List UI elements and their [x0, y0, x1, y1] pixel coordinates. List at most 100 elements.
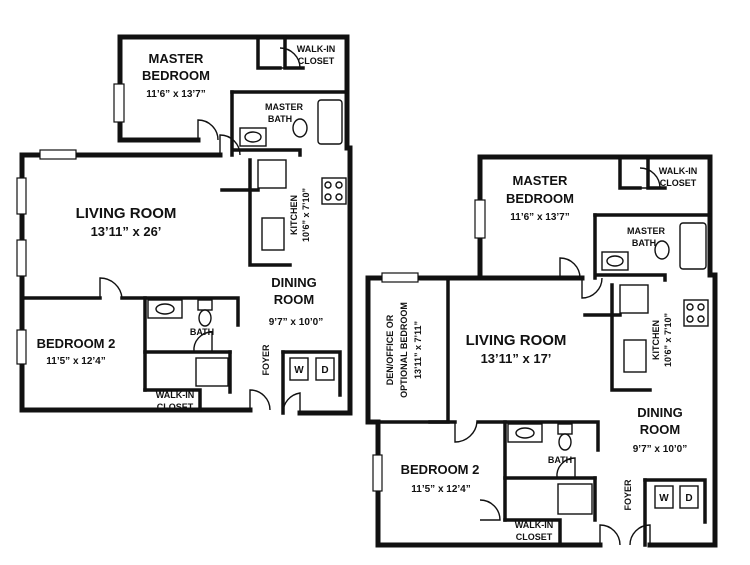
plan-a-toilet — [198, 309, 212, 327]
plan-a-walkin-closet-bottom-label: CLOSET — [157, 402, 194, 412]
plan-b-master-bedroom-label: MASTER — [513, 173, 569, 188]
plan-b-door — [556, 457, 576, 479]
plan-a-door — [279, 47, 301, 69]
plan-a-dryer-label: D — [321, 365, 328, 376]
plan-a-door — [99, 277, 123, 299]
plan-b-burner — [686, 303, 694, 311]
plan-b-stove — [683, 299, 709, 327]
plan-b-bedroom2-label: BEDROOM 2 — [401, 462, 480, 477]
plan-a-door — [249, 389, 271, 411]
floor-plan-b: MASTER BEDROOM 11’6” x 13’7” WALK-IN CLO… — [365, 154, 718, 548]
plan-b-dining-room-label: ROOM — [640, 422, 680, 437]
plan-a-burner — [324, 193, 332, 201]
plan-a-master-bath-label: BATH — [268, 114, 292, 124]
plan-b-walkin-closet-label: WALK-IN — [659, 166, 698, 176]
plan-b-door — [479, 499, 501, 521]
plan-b-sink-basin — [606, 255, 624, 267]
plan-b-bath-sink-basin — [515, 427, 535, 439]
plan-a-wall-closet — [143, 388, 202, 412]
plan-b-door — [629, 524, 651, 546]
plan-a-bedroom2-size: 11’5” x 12’4” — [46, 356, 106, 367]
plan-b-master-bedroom-label: BEDROOM — [506, 191, 574, 206]
plan-a-refrigerator — [257, 159, 287, 189]
plan-a-burner — [335, 181, 343, 189]
plan-b-wall-den — [428, 276, 450, 424]
plan-b-walkin-closet-bottom-label: WALK-IN — [515, 520, 554, 530]
plan-a-walkin-closet-label: CLOSET — [298, 56, 335, 66]
plan-a-window — [113, 83, 125, 123]
plan-a-wall-foyer — [281, 350, 342, 397]
plan-b-kitchen-sink — [623, 339, 647, 373]
plan-a-exterior-wall-left — [117, 34, 201, 143]
plan-b-master-bath-label: MASTER — [627, 226, 666, 236]
plan-b-walkin-closet-label: CLOSET — [660, 178, 697, 188]
plan-b-burner — [697, 315, 705, 323]
plan-b-bathtub — [557, 483, 593, 515]
plan-a-dining-room-size: 9’7” x 10’0” — [269, 317, 323, 328]
plan-b-wall-kitchen2 — [610, 283, 652, 392]
plan-b-window — [381, 272, 419, 283]
plan-a-dryer — [315, 357, 335, 381]
plan-b-dryer — [679, 485, 699, 509]
plan-b-den-size: 13’11” x 7’11” — [413, 321, 423, 379]
plan-a-master-bedroom-label: MASTER — [149, 51, 205, 66]
plan-b-bathtub — [679, 222, 707, 270]
plan-b-window — [474, 199, 486, 239]
plan-a-washer — [289, 357, 309, 381]
plan-a-door — [197, 119, 219, 141]
plan-a-living-room-size: 13’11” x 26’ — [91, 224, 162, 239]
plan-b-master-bath-label: BATH — [632, 238, 656, 248]
plan-a-walkin-closet-bottom-label: WALK-IN — [156, 390, 195, 400]
plan-a-burner — [335, 193, 343, 201]
plan-a-bedroom2-label: BEDROOM 2 — [37, 336, 116, 351]
plan-a-exterior-wall — [117, 34, 353, 416]
plan-a-living-room-label: LIVING ROOM — [76, 205, 177, 222]
plan-b-living-room-size: 13’11” x 17’ — [481, 351, 552, 366]
plan-a-window — [16, 177, 27, 215]
plan-b-walkin-closet-bottom-label: CLOSET — [516, 532, 553, 542]
plan-a-door — [219, 134, 241, 156]
plan-b-kitchen-size: 10’6” x 7’10” — [663, 313, 673, 367]
plan-b-refrigerator — [619, 284, 649, 314]
plan-b-exterior-wall — [477, 154, 718, 548]
plan-b-den-label: DEN/OFFICE OR — [385, 314, 395, 385]
plan-b-wall-bath2 — [596, 273, 667, 282]
plan-a-bath-sink-basin — [155, 303, 175, 315]
plan-a-window — [16, 329, 27, 365]
plan-a-burner — [324, 181, 332, 189]
plan-b-window — [372, 454, 383, 492]
plan-a-toilet-tank — [197, 299, 213, 311]
plan-b-toilet — [654, 240, 670, 260]
plan-b-door — [639, 167, 661, 189]
plan-b-foyer-label: FOYER — [623, 479, 633, 511]
plan-a-wall-walkin — [256, 35, 282, 70]
plan-a-master-bedroom-size: 11’6” x 13’7” — [146, 89, 206, 100]
plan-a-window — [39, 149, 77, 160]
plan-a-sink-basin — [244, 131, 262, 143]
plan-b-master-bedroom-size: 11’6” x 13’7” — [510, 212, 570, 223]
plan-a-bath-label: BATH — [190, 327, 214, 337]
plan-b-door — [559, 257, 581, 279]
plan-b-toilet — [558, 433, 572, 451]
plan-a-wall-bath2 — [233, 148, 302, 157]
plan-b-washer-label: W — [659, 493, 669, 504]
floor-plan-a: MASTER BEDROOM 11’6” x 13’7” WALK-IN CLO… — [16, 34, 353, 416]
plan-b-dining-room-size: 9’7” x 10’0” — [633, 444, 687, 455]
plan-b-wall-foyer — [643, 478, 707, 524]
plan-a-bathtub — [317, 99, 343, 145]
plan-a-wall-bed2b — [120, 296, 240, 327]
plan-a-dining-room-label: ROOM — [274, 292, 314, 307]
plan-a-kitchen-size: 10’6” x 7’10” — [301, 188, 311, 242]
plan-a-dining-room-label: DINING — [271, 275, 317, 290]
plan-b-wall-bed2b — [476, 420, 600, 452]
plan-b-kitchen-label: KITCHEN — [651, 320, 661, 360]
plan-b-dryer-label: D — [685, 493, 692, 504]
plan-a-master-bath-label: MASTER — [265, 102, 304, 112]
plan-b-wall-closet — [503, 518, 562, 547]
plan-b-door — [599, 524, 621, 546]
plan-b-burner — [686, 315, 694, 323]
plan-b-wall-walkin — [618, 155, 642, 190]
plan-a-wall-kitchen2 — [248, 158, 292, 267]
plan-b-bedroom2-size: 11’5” x 12’4” — [411, 484, 471, 495]
